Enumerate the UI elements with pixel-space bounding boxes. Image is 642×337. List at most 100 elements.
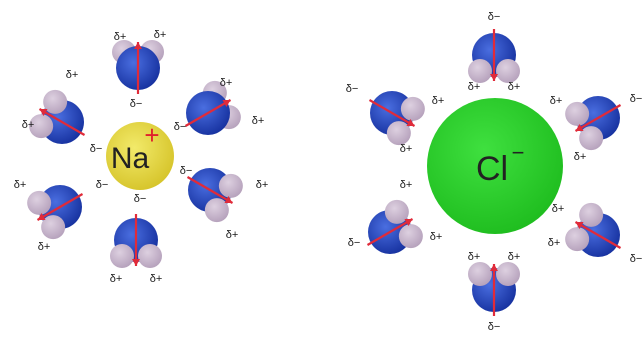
label-delta-minus: δ−: [630, 93, 642, 105]
hydrogen-atom: [468, 262, 492, 286]
hydrogen-atom: [218, 173, 243, 198]
water-molecule-na-bottom: [110, 214, 162, 268]
chloride-charge: −: [512, 140, 525, 165]
water-molecule-cl-lower-right: [565, 202, 622, 257]
label-delta-plus: δ+: [114, 31, 127, 43]
water-molecule-na-upper-right: [184, 80, 241, 135]
dipole-arrow-head: [406, 119, 415, 126]
hydrogen-atom: [138, 244, 162, 268]
hydrogen-atom: [384, 199, 409, 224]
chloride-symbol: Cl: [476, 150, 508, 188]
label-delta-plus: δ+: [22, 119, 35, 131]
water-molecule-cl-top: [468, 29, 520, 83]
label-delta-plus: δ+: [256, 179, 269, 191]
hydrogen-atom: [204, 198, 229, 223]
dipole-arrow-head: [490, 264, 498, 271]
hydrogen-atom: [43, 89, 68, 114]
dipole-arrow-head: [490, 74, 498, 81]
hydrogen-atom: [110, 244, 134, 268]
water-molecule-cl-lower-left: [366, 199, 423, 254]
label-delta-plus: δ+: [400, 143, 413, 155]
label-delta-minus: δ−: [346, 83, 359, 95]
hydrogen-atom: [386, 121, 411, 146]
label-delta-plus: δ+: [252, 115, 265, 127]
label-delta-plus: δ+: [154, 29, 167, 41]
partial-charge-labels: δ+ δ+ δ− δ+ δ+ δ− δ+ δ− δ+ δ− δ+ δ+ δ− δ+ δ+ δ− δ+ δ+ δ− δ+…: [14, 11, 642, 333]
label-delta-plus: δ+: [430, 231, 443, 243]
label-delta-plus: δ+: [574, 151, 587, 163]
label-delta-plus: δ+: [400, 179, 413, 191]
label-delta-plus: δ+: [226, 229, 239, 241]
dipole-arrow: [574, 221, 622, 249]
dipole-arrow-head: [575, 124, 584, 131]
dipole-arrow: [38, 108, 86, 136]
dipole-arrow-head: [222, 100, 231, 107]
dipole-arrow-head: [224, 196, 233, 203]
chloride-sphere: [427, 98, 563, 234]
dipole-arrow-head: [404, 219, 413, 226]
label-delta-plus: δ+: [508, 251, 521, 263]
sodium-sphere: [106, 122, 174, 190]
sodium-ion: Na +: [106, 120, 174, 190]
label-delta-plus: δ+: [508, 81, 521, 93]
label-delta-minus: δ−: [630, 253, 642, 265]
dipole-arrow: [186, 176, 234, 204]
label-delta-minus: δ−: [488, 11, 501, 23]
label-delta-minus: δ−: [130, 98, 143, 110]
dipole-arrow-head: [39, 109, 48, 116]
label-delta-plus: δ+: [110, 273, 123, 285]
dipole-arrow: [574, 104, 622, 132]
hydrogen-atom: [400, 96, 425, 121]
label-delta-minus: δ−: [180, 165, 193, 177]
dipole-arrow-head: [37, 213, 46, 220]
dipole-arrow: [368, 99, 416, 127]
label-delta-plus: δ+: [468, 251, 481, 263]
label-delta-plus: δ+: [548, 237, 561, 249]
label-delta-plus: δ+: [38, 241, 51, 253]
label-delta-plus: δ+: [220, 77, 233, 89]
hydrogen-atom: [41, 215, 66, 240]
chloride-ion: Cl −: [427, 98, 563, 234]
water-molecule-cl-upper-left: [368, 91, 425, 146]
dipole-arrow-head: [134, 42, 142, 49]
hydrogen-atom: [496, 262, 520, 286]
label-delta-minus: δ−: [174, 121, 187, 133]
label-delta-plus: δ+: [552, 203, 565, 215]
hydrogen-atom: [579, 126, 604, 151]
water-molecule-na-top: [112, 40, 164, 94]
label-delta-plus: δ+: [468, 81, 481, 93]
label-delta-minus: δ−: [90, 143, 103, 155]
hydrogen-atom: [398, 224, 423, 249]
dipole-arrow-head: [575, 222, 584, 229]
hydrogen-atom: [29, 114, 54, 139]
water-molecule-cl-upper-right: [565, 96, 622, 151]
water-molecule-na-lower-right: [186, 168, 243, 223]
dipole-arrow: [36, 193, 84, 221]
label-delta-plus: δ+: [150, 273, 163, 285]
water-molecule-cl-bottom: [468, 262, 520, 316]
hydrogen-atom: [579, 202, 604, 227]
dipole-arrow: [366, 218, 414, 246]
hydrogen-atom: [565, 227, 590, 252]
hydrogen-atom: [468, 59, 492, 83]
hydrogen-atom: [27, 190, 52, 215]
dipole-arrow-head: [132, 259, 140, 266]
sodium-symbol: Na: [111, 142, 150, 175]
sodium-charge: +: [144, 120, 159, 150]
dipole-arrow: [184, 99, 232, 127]
hydrogen-atom: [496, 59, 520, 83]
label-delta-minus: δ−: [134, 193, 147, 205]
water-molecules: [27, 29, 622, 316]
water-molecule-na-lower-left: [27, 185, 84, 240]
water-molecule-na-upper-left: [29, 89, 86, 144]
hydrogen-atom: [565, 101, 590, 126]
label-delta-plus: δ+: [550, 95, 563, 107]
label-delta-plus: δ+: [432, 95, 445, 107]
label-delta-plus: δ+: [14, 179, 27, 191]
label-delta-minus: δ−: [96, 179, 109, 191]
label-delta-minus: δ−: [488, 321, 501, 333]
label-delta-minus: δ−: [348, 237, 361, 249]
label-delta-plus: δ+: [66, 69, 79, 81]
